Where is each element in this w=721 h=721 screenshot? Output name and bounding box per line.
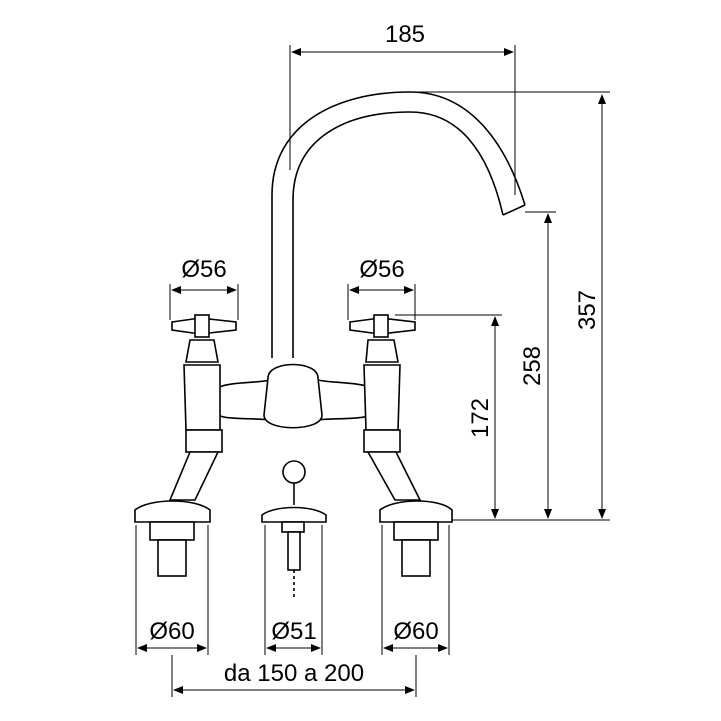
- right-valve: [349, 314, 453, 577]
- mixer-body: [217, 363, 373, 429]
- center-distance-label: da 150 a 200: [223, 660, 365, 687]
- total-height-label: 357: [574, 289, 601, 331]
- handle-height-label: 172: [467, 397, 494, 439]
- dimension-lines: [135, 45, 610, 697]
- spout-outlet-height-label: 258: [519, 345, 546, 387]
- waste-knob: [261, 460, 327, 600]
- base-left-diameter-label: Ø60: [149, 618, 195, 645]
- left-valve: [134, 314, 237, 577]
- handle-left-diameter-label: Ø56: [181, 256, 227, 283]
- handle-right-diameter-label: Ø56: [359, 256, 405, 283]
- spout-reach-label: 185: [384, 21, 426, 48]
- spout: [271, 91, 526, 358]
- base-right-diameter-label: Ø60: [393, 618, 439, 645]
- base-center-diameter-label: Ø51: [271, 618, 317, 645]
